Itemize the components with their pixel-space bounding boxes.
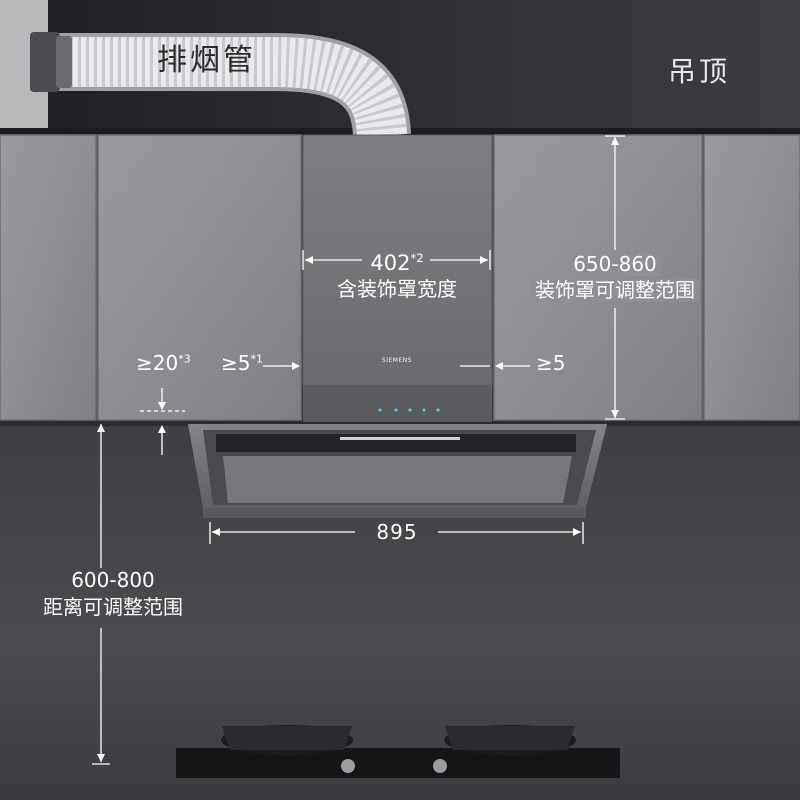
left-gap-dimension: ≥5*1 [221,352,263,375]
dimension-lines [92,135,625,765]
gas-stove [176,725,620,778]
right-gap-value: ≥5 [536,351,566,375]
range-hood-body [188,424,607,518]
cover-height-value: 650-860 [569,253,661,276]
bottom-gap-dimension: ≥20*3 [136,352,191,375]
brand-logo: SIEMENS [381,357,413,364]
wall-cabinets [0,134,800,421]
mount-distance-description: 距离可调整范围 [43,595,183,619]
left-gap-value: ≥5 [221,351,251,375]
exhaust-pipe-label: 排烟管 [157,43,256,78]
exhaust-pipe [30,32,411,138]
touch-control-lights [378,408,440,412]
cover-width-footnote: *2 [410,251,424,265]
bottom-gap-value: ≥20 [136,351,179,375]
hood-width-value: 895 [376,520,418,544]
hood-control-panel [303,389,492,422]
cover-width-dimension: 402*2 [370,251,423,275]
mount-distance-value: 600-800 [71,568,155,592]
left-gap-footnote: *1 [250,352,263,366]
cover-height-description: 装饰罩可调整范围 [531,279,699,302]
cover-width-description: 含装饰罩宽度 [337,277,457,301]
bottom-gap-footnote: *3 [178,352,191,366]
cover-width-value: 402 [370,251,411,275]
ceiling-label: 吊顶 [668,55,731,88]
